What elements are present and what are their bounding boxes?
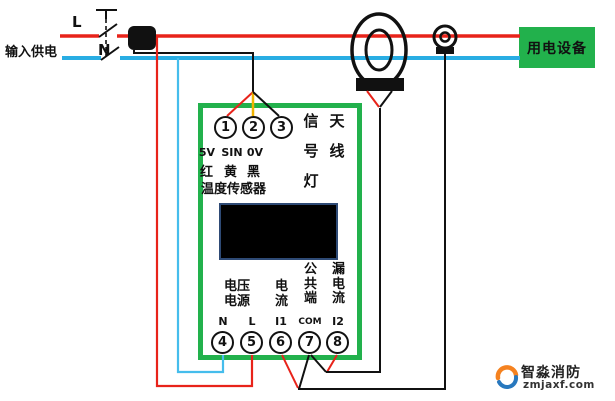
terminal-3: 3 xyxy=(270,116,293,139)
n-line-label: N xyxy=(98,41,111,59)
pin-n-label: N xyxy=(218,315,228,328)
leakage-ct-ring xyxy=(350,12,408,108)
leakage-current-label: 漏电流 xyxy=(331,262,345,306)
pin-5v-label: 5V xyxy=(198,146,216,159)
terminal-6: 6 xyxy=(269,331,292,354)
common-terminal-label: 公共端 xyxy=(303,262,317,306)
terminal-8: 8 xyxy=(326,331,349,354)
terminal-5: 5 xyxy=(240,331,263,354)
antenna-label: 天线 xyxy=(329,112,345,160)
load-ct-ring xyxy=(432,24,458,54)
terminal-7: 7 xyxy=(298,331,321,354)
input-power-label: 输入供电 xyxy=(5,45,58,60)
terminal-4: 4 xyxy=(211,331,234,354)
logo-company-name: 智淼消防 xyxy=(521,365,581,381)
pin-0v-label: 0V xyxy=(246,146,264,159)
logo-icon xyxy=(495,365,519,389)
pin-i1-label: I1 xyxy=(275,315,287,328)
terminal-2: 2 xyxy=(242,116,265,139)
terminal-1: 1 xyxy=(214,116,237,139)
voltage-supply-line2: 电源 xyxy=(223,293,250,309)
pin-l-label: L xyxy=(248,315,256,328)
device-display-screen xyxy=(219,203,338,260)
l-line-label: L xyxy=(72,13,82,31)
pin-sin-label: SIN xyxy=(221,146,243,159)
voltage-supply-line1: 电压 xyxy=(223,279,250,294)
current-label: 电流 xyxy=(274,279,288,309)
logo-website: zmjaxf.com xyxy=(523,379,595,391)
voltage-supply-label: 电压 电源 xyxy=(214,279,260,309)
temperature-sensor-label: 温度传感器 xyxy=(201,182,267,197)
pin-i2-label: I2 xyxy=(332,315,344,328)
signal-lamp-label: 信号灯 xyxy=(303,112,319,190)
pin-com-label: COM xyxy=(298,317,322,327)
load-equipment-box: 用电设备 xyxy=(519,27,595,68)
